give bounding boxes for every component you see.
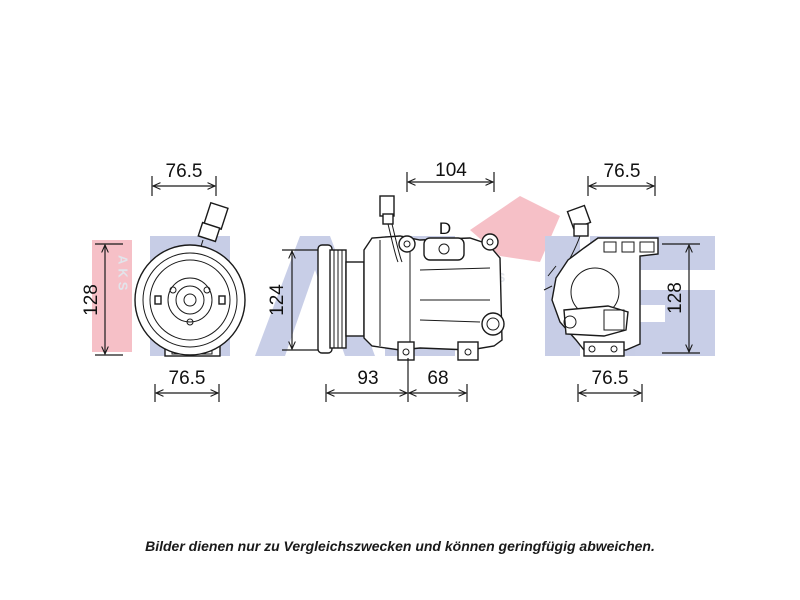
front-top-width-label: 76.5 — [166, 161, 203, 182]
side-bottom-right-label: 68 — [427, 368, 448, 389]
rear-bottom-width-label: 76.5 — [592, 368, 629, 389]
side-bottom-left-label: 93 — [357, 368, 378, 389]
rear-connector — [565, 204, 592, 267]
front-bottom-width-label: 76.5 — [169, 368, 206, 389]
side-pressure-switch — [481, 312, 505, 336]
front-clutch-outer — [134, 244, 246, 356]
front-hub — [167, 277, 213, 323]
side-height-label: 124 — [267, 284, 288, 316]
side-port-d — [423, 237, 465, 261]
disclaimer-caption: Bilder dienen nur zu Vergleichszwecken u… — [145, 538, 655, 554]
side-connector — [379, 195, 403, 263]
side-top-width-label: 104 — [435, 160, 467, 181]
rear-valve-block — [563, 305, 629, 337]
port-d-label: D — [439, 219, 451, 238]
side-view: D 104 124 93 68 — [267, 160, 505, 402]
watermark-vertical-text: AKS — [116, 255, 131, 294]
rear-top-width-label: 76.5 — [604, 161, 641, 182]
front-height-label: 128 — [81, 284, 102, 316]
rear-view: 76.5 128 76.5 — [543, 161, 700, 402]
front-connector — [197, 201, 229, 257]
side-port-left — [398, 235, 416, 253]
rear-height-label: 128 — [665, 282, 686, 314]
front-view: 76.5 128 76.5 — [81, 161, 246, 402]
side-pulley — [317, 244, 365, 354]
